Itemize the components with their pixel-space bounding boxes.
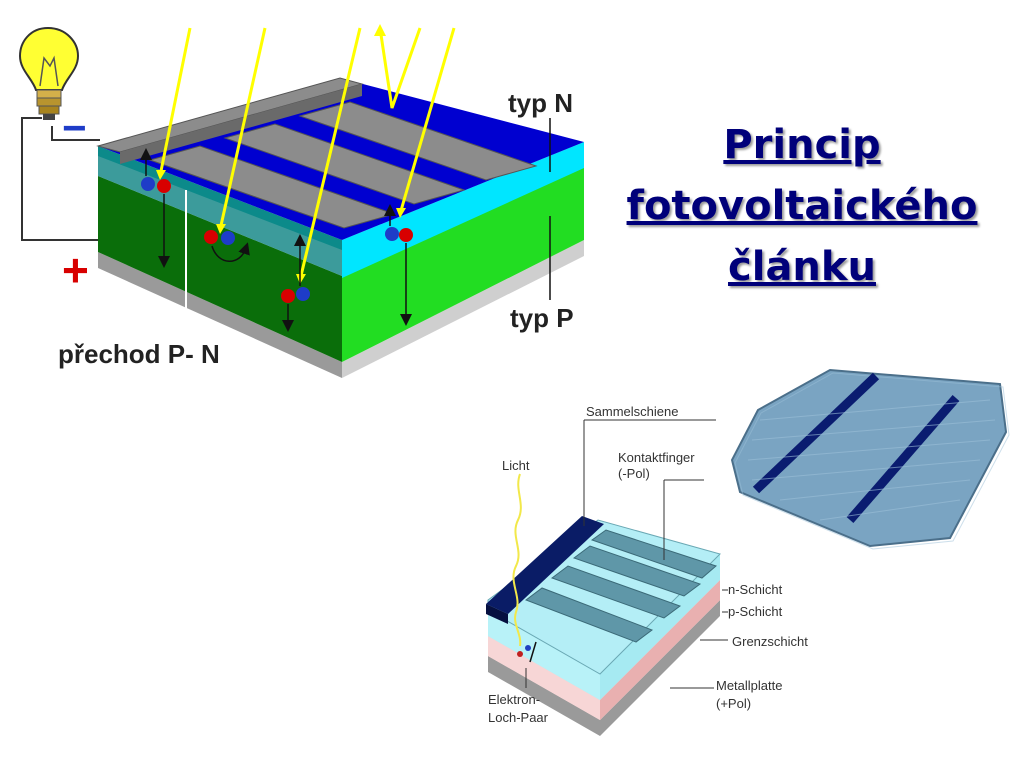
label-loch-paar: Loch-Paar [488, 710, 549, 725]
charge-carriers [141, 177, 413, 303]
label-leader-lines [185, 118, 551, 330]
light-rays [158, 27, 456, 281]
diagram2-leaders [525, 419, 728, 689]
label-pn-junction: přechod P- N [58, 339, 220, 369]
slide-title: Princip fotovoltaického článku [606, 115, 998, 298]
n-layer-right [342, 142, 584, 278]
label-typ-n: typ N [508, 88, 573, 118]
title-line-3: článku [728, 244, 876, 290]
label-licht: Licht [502, 458, 530, 473]
external-circuit [21, 117, 100, 241]
label-grenzschicht: Grenzschicht [732, 634, 808, 649]
contact-fingers [96, 77, 538, 229]
p-layer-front [98, 176, 342, 362]
minus-terminal: − [62, 104, 87, 151]
label-elektron: Elektron- [488, 692, 540, 707]
bottom-contact-right [342, 240, 584, 378]
label-sammelschiene: Sammelschiene [586, 404, 679, 419]
label-kontaktfinger: Kontaktfinger [618, 450, 695, 465]
light-ray-arrowheads [156, 24, 406, 284]
label-kontaktfinger-pol: (-Pol) [618, 466, 650, 481]
label-typ-p: typ P [510, 303, 574, 333]
solar-cell-photo [730, 368, 1010, 550]
title-line-1: Princip [723, 122, 881, 168]
label-p-schicht: p-Schicht [728, 604, 783, 619]
title-line-2: fotovoltaického [626, 183, 978, 229]
label-metallplatte-pol: (+Pol) [716, 696, 751, 711]
p-layer-right [342, 162, 584, 362]
label-metallplatte: Metallplatte [716, 678, 782, 693]
carrier-arrows [140, 148, 412, 332]
label-n-schicht: n-Schicht [728, 582, 783, 597]
contact-finger-bars [524, 529, 718, 643]
light-bulb-icon [18, 26, 80, 120]
bottom-contact-front [98, 252, 342, 378]
light-squiggle [512, 473, 522, 647]
electron-hole-pair-icon [517, 641, 537, 663]
plus-terminal: + [62, 244, 89, 296]
pv-cell-diagram: − + [18, 24, 584, 378]
solar-cell-layers-diagram: Sammelschiene Licht Kontaktfinger (-Pol)… [486, 368, 1010, 736]
